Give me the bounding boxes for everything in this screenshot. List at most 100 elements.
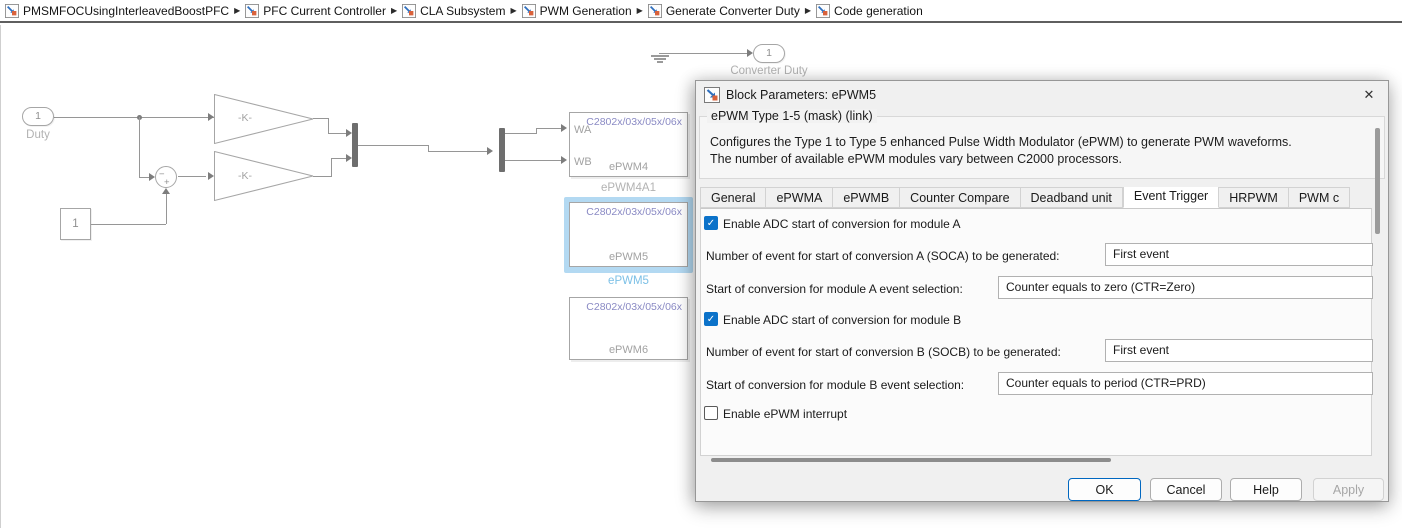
breadcrumb-separator: ▶ bbox=[510, 6, 516, 15]
tab-hrpwm[interactable]: HRPWM bbox=[1219, 187, 1289, 208]
tab-pwm-chopper[interactable]: PWM c bbox=[1289, 187, 1350, 208]
soca-count-label: Number of event for start of conversion … bbox=[706, 249, 1060, 263]
epwm5-block[interactable]: C2802x/03x/05x/06x ePWM5 bbox=[569, 202, 688, 267]
inport-duty-label: Duty bbox=[12, 129, 64, 141]
subsystem-icon bbox=[648, 4, 662, 18]
wire bbox=[139, 177, 149, 178]
close-icon[interactable]: ✕ bbox=[1360, 86, 1378, 104]
wire bbox=[659, 53, 747, 54]
horizontal-scrollbar-thumb[interactable] bbox=[711, 458, 1111, 462]
soca-event-label: Start of conversion for module A event s… bbox=[706, 282, 963, 296]
breadcrumb-item-pfc-current-controller[interactable]: PFC Current Controller bbox=[245, 4, 386, 18]
tab-deadband-unit[interactable]: Deadband unit bbox=[1021, 187, 1123, 208]
epwm4-block[interactable]: C2802x/03x/05x/06x WA WB ePWM4 bbox=[569, 112, 688, 177]
tab-general[interactable]: General bbox=[700, 187, 766, 208]
socb-count-label: Number of event for start of conversion … bbox=[706, 345, 1061, 359]
mask-description-panel: ePWM Type 1-5 (mask) (link) Configures t… bbox=[699, 116, 1385, 179]
gain-label: -K- bbox=[223, 170, 267, 182]
cancel-button[interactable]: Cancel bbox=[1150, 478, 1222, 501]
mask-description-line2: The number of available ePWM modules var… bbox=[710, 152, 1122, 166]
wire bbox=[139, 117, 140, 177]
wire-arrow bbox=[487, 147, 493, 155]
breadcrumb-label: PWM Generation bbox=[540, 4, 632, 18]
wire bbox=[166, 194, 167, 224]
soca-count-dropdown[interactable]: First event bbox=[1105, 243, 1373, 266]
tab-event-trigger[interactable]: Event Trigger bbox=[1123, 187, 1219, 208]
help-button[interactable]: Help bbox=[1230, 478, 1302, 501]
breadcrumb-separator: ▶ bbox=[234, 6, 240, 15]
tab-counter-compare[interactable]: Counter Compare bbox=[900, 187, 1020, 208]
mask-type-title: ePWM Type 1-5 (mask) (link) bbox=[707, 109, 877, 123]
breadcrumb-item-code-generation[interactable]: Code generation bbox=[816, 4, 923, 18]
dialog-titlebar[interactable]: Block Parameters: ePWM5 ✕ bbox=[696, 81, 1388, 109]
wire bbox=[91, 224, 166, 225]
tab-epwmb[interactable]: ePWMB bbox=[833, 187, 900, 208]
ok-button[interactable]: OK bbox=[1068, 478, 1141, 501]
epwm6-chip-text: C2802x/03x/05x/06x bbox=[586, 301, 682, 313]
breadcrumb-item-cla-subsystem[interactable]: CLA Subsystem bbox=[402, 4, 505, 18]
enable-epwm-interrupt-checkbox[interactable] bbox=[704, 406, 718, 420]
enable-soc-a-label: Enable ADC start of conversion for modul… bbox=[723, 217, 960, 231]
wire bbox=[536, 128, 561, 129]
vertical-scrollbar-thumb[interactable] bbox=[1375, 128, 1380, 234]
breadcrumb-label: PMSMFOCUsingInterleavedBoostPFC bbox=[23, 4, 229, 18]
breadcrumb-label: PFC Current Controller bbox=[263, 4, 386, 18]
gain-label: -K- bbox=[223, 112, 267, 124]
epwm5-block-label: ePWM5 bbox=[569, 275, 688, 287]
outport-converter-duty[interactable]: 1 bbox=[753, 44, 785, 63]
wire-arrow bbox=[561, 124, 567, 132]
epwm6-block[interactable]: C2802x/03x/05x/06x ePWM6 bbox=[569, 297, 688, 360]
outport-converter-duty-label: Converter Duty bbox=[709, 65, 829, 77]
wire bbox=[505, 160, 561, 161]
demux-block[interactable] bbox=[499, 128, 505, 172]
apply-button[interactable]: Apply bbox=[1313, 478, 1384, 501]
socb-event-label: Start of conversion for module B event s… bbox=[706, 378, 964, 392]
constant-block[interactable]: 1 bbox=[60, 208, 91, 240]
epwm4-name: ePWM4 bbox=[570, 161, 687, 173]
subsystem-icon bbox=[5, 4, 19, 18]
breadcrumb: PMSMFOCUsingInterleavedBoostPFC ▶ PFC Cu… bbox=[0, 0, 1402, 23]
epwm4-block-label: ePWM4A1 bbox=[569, 182, 688, 194]
breadcrumb-item-generate-converter-duty[interactable]: Generate Converter Duty bbox=[648, 4, 800, 18]
event-trigger-tab-panel: ✓ Enable ADC start of conversion for mod… bbox=[700, 208, 1372, 456]
wire bbox=[313, 118, 329, 119]
epwm4-port-wa: WA bbox=[574, 124, 591, 136]
wire bbox=[54, 117, 214, 118]
epwm6-name: ePWM6 bbox=[570, 344, 687, 356]
block-parameters-dialog: Block Parameters: ePWM5 ✕ ePWM Type 1-5 … bbox=[695, 80, 1389, 502]
sum-block[interactable]: − + bbox=[155, 166, 177, 188]
breadcrumb-separator: ▶ bbox=[637, 6, 643, 15]
enable-soc-b-checkbox[interactable]: ✓ bbox=[704, 312, 718, 326]
epwm5-chip-text: C2802x/03x/05x/06x bbox=[586, 206, 682, 218]
ground-icon bbox=[657, 61, 663, 63]
epwm4-chip-text: C2802x/03x/05x/06x bbox=[586, 116, 682, 128]
wire-arrow bbox=[561, 156, 567, 164]
socb-event-dropdown[interactable]: Counter equals to period (CTR=PRD) bbox=[998, 372, 1373, 395]
inport-duty[interactable]: 1 bbox=[22, 107, 54, 126]
ground-icon bbox=[654, 58, 666, 60]
dialog-tabstrip: General ePWMA ePWMB Counter Compare Dead… bbox=[700, 187, 1372, 208]
ground-icon bbox=[651, 55, 669, 57]
wire bbox=[328, 133, 346, 134]
wire bbox=[505, 133, 536, 134]
breadcrumb-item-pwm-generation[interactable]: PWM Generation bbox=[522, 4, 632, 18]
enable-soc-b-label: Enable ADC start of conversion for modul… bbox=[723, 313, 961, 327]
socb-count-dropdown[interactable]: First event bbox=[1105, 339, 1373, 362]
breadcrumb-item-model[interactable]: PMSMFOCUsingInterleavedBoostPFC bbox=[5, 4, 229, 18]
enable-soc-a-checkbox[interactable]: ✓ bbox=[704, 216, 718, 230]
wire bbox=[328, 118, 329, 133]
breadcrumb-label: Code generation bbox=[834, 4, 923, 18]
wire bbox=[313, 176, 332, 177]
subsystem-icon bbox=[245, 4, 259, 18]
soca-event-dropdown[interactable]: Counter equals to zero (CTR=Zero) bbox=[998, 276, 1373, 299]
subsystem-icon bbox=[522, 4, 536, 18]
wire bbox=[331, 158, 346, 159]
tab-epwma[interactable]: ePWMA bbox=[766, 187, 833, 208]
breadcrumb-label: Generate Converter Duty bbox=[666, 4, 800, 18]
subsystem-icon bbox=[816, 4, 830, 18]
enable-epwm-interrupt-label: Enable ePWM interrupt bbox=[723, 407, 847, 421]
breadcrumb-label: CLA Subsystem bbox=[420, 4, 505, 18]
mask-description-line1: Configures the Type 1 to Type 5 enhanced… bbox=[710, 135, 1292, 149]
wire-arrow bbox=[162, 188, 170, 194]
